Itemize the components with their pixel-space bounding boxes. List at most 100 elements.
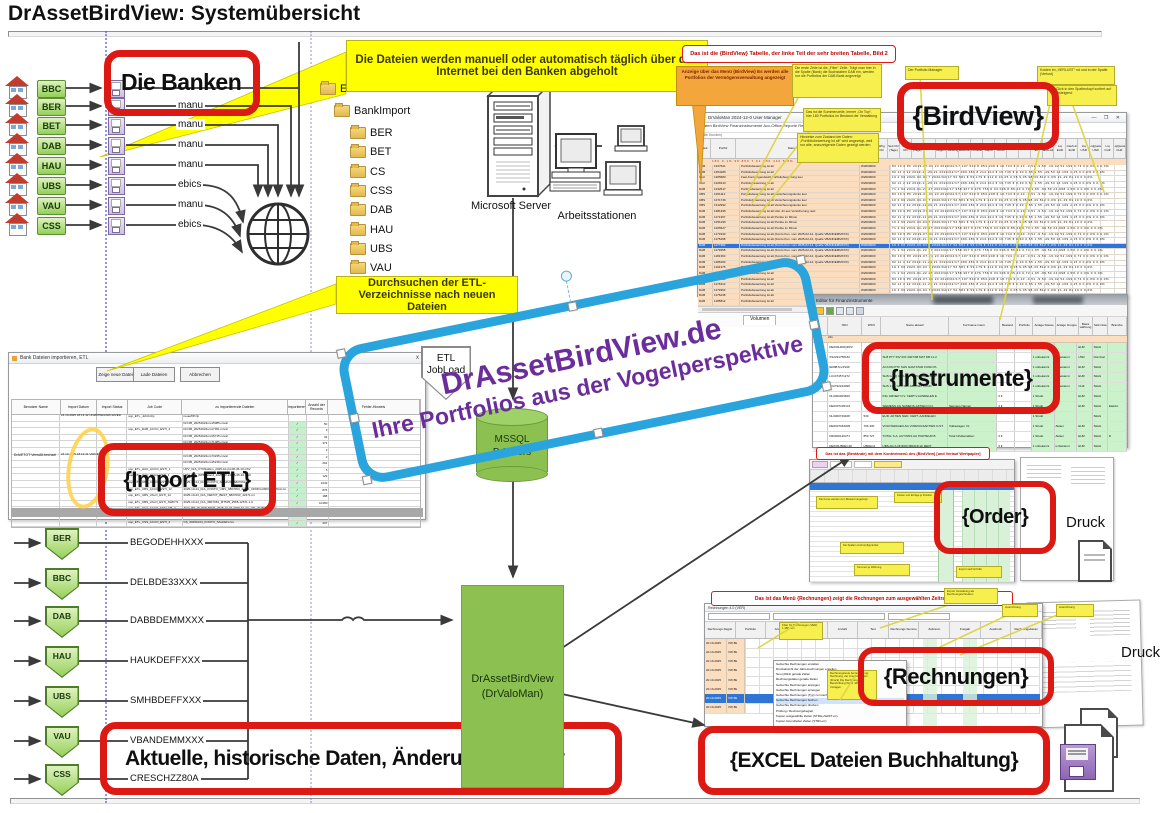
column-header: ISIN bbox=[828, 317, 863, 335]
import-user-cell: DrA/ETGT VerwAlt.bechsel bbox=[13, 453, 57, 457]
menu-item[interactable]: Kopien ausgewählte Zeilen (STRG+SHIFT+C) bbox=[776, 713, 838, 718]
menu-item[interactable]: Kopien Grundzeilen Zeilen (STRG+C) bbox=[776, 719, 827, 723]
cell bbox=[12, 415, 61, 421]
floppy-file-icon bbox=[108, 157, 125, 175]
selection-handle[interactable] bbox=[349, 412, 360, 424]
toolbar-icon[interactable] bbox=[846, 306, 854, 315]
cell-file: UPV_DrA_KTOSalden_2025-10-24-08-45-10.CS… bbox=[183, 467, 289, 474]
cell-portnr: 1332617 bbox=[713, 187, 740, 193]
selection-handle[interactable] bbox=[567, 301, 578, 312]
cell bbox=[997, 412, 1015, 422]
tab-volumen[interactable]: Volumen bbox=[743, 314, 777, 325]
toolbar-icon[interactable] bbox=[856, 306, 864, 315]
cell-error bbox=[329, 481, 420, 487]
lade-dateien-button[interactable]: Lade Dateien bbox=[133, 367, 175, 382]
cell-records: 373 bbox=[307, 441, 330, 447]
cell-import-check[interactable]: ✓ bbox=[288, 487, 307, 494]
bank-badge-css: CSS bbox=[37, 217, 66, 235]
cell-bank: DAB bbox=[698, 300, 713, 305]
folder-vau[interactable]: VAU bbox=[350, 260, 392, 275]
window-controls[interactable]: — ❐ ✕ bbox=[1091, 114, 1123, 121]
menu-item[interactable]: Neu (2024) gerade Zeilen bbox=[776, 672, 811, 677]
cell-import-check[interactable]: ✓ bbox=[288, 467, 307, 474]
bic-badge-label: CSS bbox=[53, 768, 71, 779]
cell-jobcode: usp_ETL_HAU_ACCO_ESTI_1 bbox=[127, 467, 183, 474]
menu-item[interactable]: Rechnungsdaten gerade Zeilen bbox=[776, 677, 818, 682]
bic-badge-label: BER bbox=[53, 532, 71, 543]
cell-import-check[interactable]: ✓ bbox=[288, 461, 307, 467]
folder-dab[interactable]: DAB bbox=[350, 202, 393, 217]
toolbar-icon[interactable] bbox=[816, 306, 824, 315]
cell-name: Portfoliobewertung ist alt (Konto Kun. v… bbox=[740, 232, 860, 238]
menu-item[interactable]: Gebuchte Rechnungen erstellen bbox=[776, 662, 820, 666]
abbrechen-button[interactable]: Abbrechen bbox=[180, 367, 220, 382]
cell-import-check[interactable]: ✓ bbox=[288, 480, 307, 487]
cell-bank: DAB bbox=[698, 170, 713, 176]
column-header: Liq CHF bbox=[1102, 139, 1114, 158]
cell-type: VW Bk bbox=[727, 694, 745, 704]
column-header: Anzahl bbox=[828, 622, 859, 638]
bic-code-label: DELBDE33XXX bbox=[128, 577, 200, 588]
cell: unbekannt bbox=[1054, 362, 1078, 372]
cell-import-check[interactable]: ✓ bbox=[288, 447, 307, 454]
cell: EUR bbox=[1077, 402, 1093, 412]
cell-import-check[interactable]: ✓ bbox=[288, 421, 307, 428]
folder-bet[interactable]: BET bbox=[350, 144, 391, 159]
cell bbox=[60, 474, 97, 480]
menu-item[interactable]: Gebuchte Rechnungen erzeugen bbox=[776, 687, 821, 692]
cell-import-check[interactable]: ✓ bbox=[288, 441, 307, 447]
cell-import-check[interactable]: ✓ bbox=[288, 428, 307, 434]
menu-item[interactable]: Druckansicht der Jahresrechnungen erstel… bbox=[776, 667, 837, 672]
selection-handle[interactable] bbox=[361, 474, 373, 486]
bic-code-label: HAUKDEFFXXX bbox=[128, 655, 203, 666]
menu-item[interactable]: Gebuchte Rechnungen anzeigen bbox=[776, 682, 820, 687]
roof bbox=[5, 113, 29, 123]
folder-ubs[interactable]: UBS bbox=[350, 240, 393, 256]
rotation-handle[interactable] bbox=[559, 269, 573, 283]
column-header bbox=[813, 317, 828, 335]
instrumente-toolbar[interactable] bbox=[813, 305, 1127, 317]
cell-import-check[interactable]: ✓ bbox=[288, 474, 307, 480]
menu-item[interactable]: Gebuchte Rechnungen (Typ) zu innerhalb z… bbox=[776, 693, 842, 697]
cell-portnr: 1179363 bbox=[713, 288, 740, 294]
cell-preise: W2000000 bbox=[860, 204, 890, 209]
cell bbox=[97, 454, 128, 461]
tab bbox=[321, 81, 329, 85]
cell-import-check[interactable]: ✓ bbox=[288, 520, 307, 527]
cell bbox=[97, 474, 128, 480]
toolbar-icon[interactable] bbox=[826, 306, 834, 315]
cell-preise: W2000000 bbox=[860, 288, 890, 294]
selection-handle[interactable] bbox=[795, 254, 807, 266]
selection-handle[interactable] bbox=[821, 381, 832, 392]
cell-import-check[interactable]: ✓ bbox=[288, 454, 307, 461]
toolbar-icon[interactable] bbox=[836, 306, 844, 315]
folder-hau[interactable]: HAU bbox=[350, 221, 393, 237]
cell-import-check[interactable] bbox=[288, 415, 307, 421]
selection-handle[interactable] bbox=[808, 319, 820, 331]
cell-numbers: 83 19 6 PF 2019-07-01 23 2020/02/17 107.… bbox=[890, 277, 1126, 283]
cell-name: Portfoliobewertung ist alt bbox=[740, 277, 860, 283]
cell-portnr: 1328143 bbox=[713, 181, 740, 187]
floppy-file-icon bbox=[108, 197, 125, 215]
bank-badge-dab: DAB bbox=[37, 137, 66, 155]
selection-handle[interactable] bbox=[336, 348, 347, 359]
selection-handle[interactable] bbox=[593, 427, 604, 439]
window bbox=[18, 145, 23, 149]
orange-note: Anzeige über das Menü {BirdView} Es werd… bbox=[676, 66, 794, 106]
menu-item[interactable]: Gebuchte Rechnungen buchen bbox=[776, 698, 904, 704]
folder-ber[interactable]: BER bbox=[350, 125, 393, 140]
folder-cs[interactable]: CS bbox=[350, 163, 385, 179]
cell-import-check[interactable]: ✓ bbox=[288, 434, 307, 441]
close-icon[interactable]: x bbox=[416, 355, 422, 361]
folder-bankimport[interactable]: BankImport bbox=[334, 103, 410, 118]
cell-records: 1043 bbox=[307, 480, 330, 487]
cell-import-check[interactable]: ✓ bbox=[288, 500, 307, 507]
cell-import-check[interactable]: ✓ bbox=[288, 494, 307, 500]
menu-item[interactable]: Gebuchte Rechnungen drucken bbox=[776, 703, 819, 708]
roof bbox=[5, 94, 29, 104]
folder-css[interactable]: CSS bbox=[350, 182, 393, 198]
cell-jobcode: usp_ETL_UBS_ACCO_ESTI_12 bbox=[127, 480, 183, 487]
menu-item[interactable]: Prüfung / Rechnungsbegleit bbox=[776, 708, 814, 713]
cell: ING GROEP N.V. CERT.V.AANDELEN E bbox=[881, 392, 948, 402]
